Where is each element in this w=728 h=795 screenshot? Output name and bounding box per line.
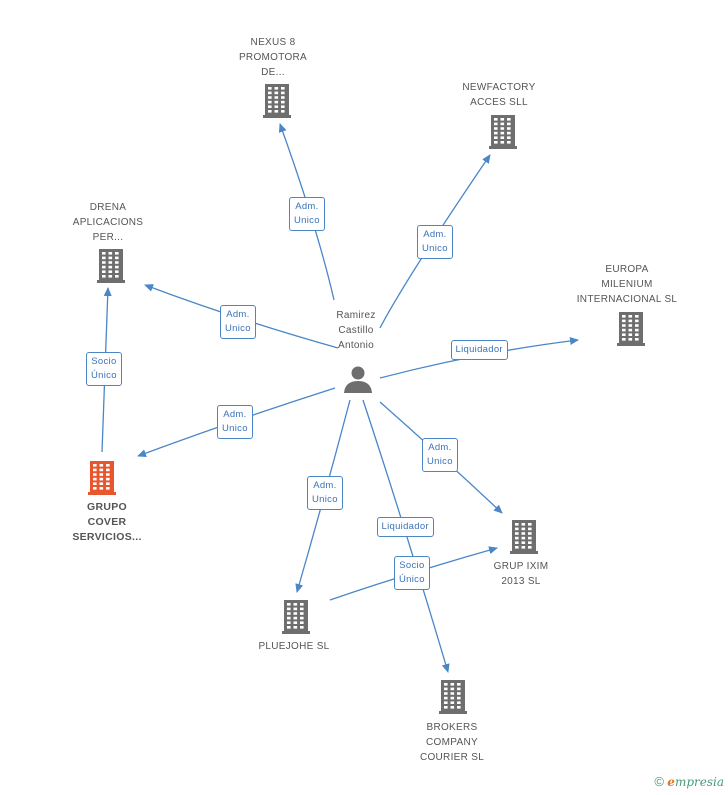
company-label-line: EUROPA <box>605 263 649 275</box>
edge-label-e-europa[interactable]: Liquidador <box>450 340 508 360</box>
company-label-brokers[interactable]: BROKERS COMPANY COURIER SL <box>392 720 512 765</box>
company-label-line: COVER <box>87 515 127 528</box>
footer-brand: © empresia <box>654 774 724 789</box>
edge-label-line: Adm. <box>226 309 250 320</box>
edge-label-e-newfactory[interactable]: Adm. Unico <box>417 225 453 259</box>
edge-label-e-grupo[interactable]: Adm. Unico <box>217 405 253 439</box>
company-label-line: GRUPO <box>86 500 127 513</box>
icons <box>88 84 645 714</box>
edge-label-line: Unico <box>422 243 448 254</box>
brand-name: mpresia <box>674 775 724 789</box>
company-label-line: 2013 SL <box>501 576 541 587</box>
building-icon-nexus[interactable] <box>263 84 291 118</box>
company-label-line: MILENIUM <box>601 278 653 290</box>
brand-initial: e <box>667 775 675 789</box>
company-label-grupixim[interactable]: GRUP IXIM 2013 SL <box>461 559 581 589</box>
building-icon-brokers[interactable] <box>439 680 467 714</box>
company-label-newfactory[interactable]: NEWFACTORY ACCES SLL <box>439 80 559 110</box>
edge-label-line: Unico <box>312 494 338 505</box>
edge-label-line: Adm. <box>295 201 319 212</box>
copyright-icon: © <box>654 774 664 789</box>
company-label-line: SERVICIOS... <box>72 530 142 543</box>
edge-label-line: Único <box>91 370 117 381</box>
company-label-line: PLUEJOHE SL <box>258 640 330 652</box>
building-icon-drena[interactable] <box>97 249 125 283</box>
person-name-line: Antonio <box>337 339 375 351</box>
company-label-line: ACCES SLL <box>470 97 528 108</box>
edge-label-line: Adm. <box>313 480 337 491</box>
company-label-europa[interactable]: EUROPA MILENIUM INTERNACIONAL SL <box>567 262 687 307</box>
company-label-line: DE... <box>261 66 285 78</box>
building-icon-grupixim[interactable] <box>510 520 538 554</box>
building-icon-newfactory[interactable] <box>489 115 517 149</box>
edge-label-e-drena[interactable]: Adm. Unico <box>220 305 256 339</box>
edge-e-newfactory <box>379 154 491 329</box>
edge-label-e-nexus[interactable]: Adm. Unico <box>289 197 325 231</box>
company-label-line: COMPANY <box>426 736 478 748</box>
company-label-line: DRENA <box>89 201 127 213</box>
edge-label-e-brokers[interactable]: Liquidador <box>376 517 434 537</box>
edge-label-line: Único <box>399 574 425 585</box>
building-icon-grupo[interactable] <box>88 461 116 495</box>
person-name-line: Ramirez <box>336 309 376 321</box>
company-label-line: NEWFACTORY <box>462 82 536 93</box>
company-label-line: PROMOTORA <box>238 51 308 63</box>
edge-label-line: Socio <box>399 560 425 571</box>
edge-label-e-grupixim[interactable]: Adm. Unico <box>422 438 458 472</box>
company-label-nexus[interactable]: NEXUS 8 PROMOTORA DE... <box>213 35 333 80</box>
edge-label-line: Adm. <box>423 229 447 240</box>
company-label-line: PER... <box>92 231 124 243</box>
edge-label-line: Liquidador <box>455 344 503 355</box>
company-label-drena[interactable]: DRENA APLICACIONS PER... <box>48 200 168 245</box>
company-label-line: INTERNACIONAL SL <box>576 293 678 305</box>
company-label-grupo[interactable]: GRUPO COVER SERVICIOS... <box>47 500 167 545</box>
company-label-line: APLICACIONS <box>72 216 144 228</box>
edge-label-line: Adm. <box>428 442 452 453</box>
edge-label-line: Unico <box>427 456 453 467</box>
person-icon[interactable] <box>344 366 372 394</box>
edge-label-line: Unico <box>222 423 248 434</box>
person-name-line: Castillo <box>338 324 374 336</box>
edge-label-line: Socio <box>91 356 117 367</box>
building-icon-pluejohe[interactable] <box>282 600 310 634</box>
edge-label-line: Unico <box>294 215 320 226</box>
company-label-pluejohe[interactable]: PLUEJOHE SL <box>234 639 354 654</box>
company-label-line: COURIER SL <box>419 751 485 763</box>
edge-label-e-pluejohe[interactable]: Adm. Unico <box>307 476 343 510</box>
building-icon-europa[interactable] <box>617 312 645 346</box>
company-label-line: NEXUS 8 <box>250 36 296 48</box>
edge-label-line: Adm. <box>223 409 247 420</box>
edge-label-line: Liquidador <box>381 521 429 532</box>
edges <box>101 123 579 673</box>
company-label-line: BROKERS <box>426 721 478 733</box>
edge-label-line: Unico <box>225 323 251 334</box>
company-label-line: GRUP IXIM <box>493 561 549 572</box>
